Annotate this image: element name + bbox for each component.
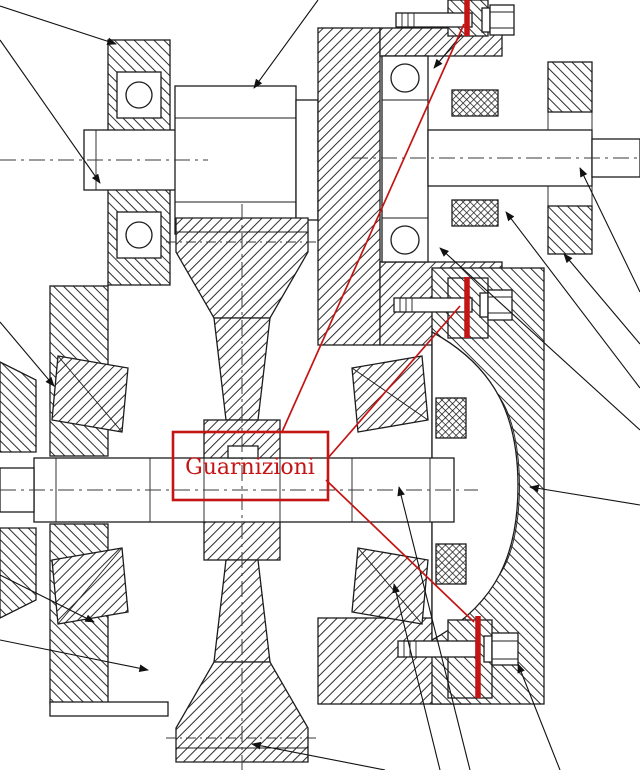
left-bearing-cover xyxy=(0,285,169,717)
red-leader-line-bottom xyxy=(325,479,475,623)
bolt-top-shank xyxy=(395,12,473,28)
shaft-seal-upper xyxy=(435,397,467,439)
label-box xyxy=(171,430,330,502)
leader-line xyxy=(579,167,640,293)
leader-line xyxy=(397,486,471,770)
ball-bearing-ball-lower xyxy=(125,221,153,249)
bell-cover-curve xyxy=(499,397,520,575)
gasket-annotation: Guarnizioni xyxy=(171,0,481,698)
coupling-flange-upper xyxy=(547,61,593,113)
leader-line xyxy=(253,0,319,89)
roller-line xyxy=(57,547,123,625)
bolt-middle-washer xyxy=(479,292,489,318)
output-shaft-assembly xyxy=(381,55,640,263)
leader-line xyxy=(505,211,640,389)
leader-line xyxy=(517,663,561,770)
housing-left-wall xyxy=(317,27,381,346)
pinion-sleeve-body xyxy=(174,85,297,235)
red-leader-line-middle xyxy=(327,305,461,459)
bolt-bottom-hex-head xyxy=(491,632,519,666)
roller-line xyxy=(57,355,123,433)
input-flange-assembly xyxy=(83,39,185,286)
bolt-middle-shank xyxy=(393,297,473,313)
leader-line xyxy=(0,5,117,45)
leader-line xyxy=(0,639,149,673)
tapered-roller-bearings xyxy=(51,355,429,625)
gasket-label: Guarnizioni xyxy=(185,455,315,480)
leader-line xyxy=(563,253,640,345)
bolt-bottom xyxy=(397,619,519,699)
left-edge-part-lower xyxy=(0,527,37,619)
bolt-bottom-washer xyxy=(483,635,493,663)
leader-line xyxy=(392,583,441,770)
leader-line xyxy=(529,484,640,506)
bottom-cover-plate xyxy=(49,701,169,717)
ball-bearing-ball-output-lower xyxy=(390,225,420,255)
leader-line xyxy=(439,247,640,431)
shaft-seal-lower xyxy=(435,543,467,585)
roller-line xyxy=(351,367,429,421)
output-seal-lower xyxy=(451,199,499,227)
output-seal-upper xyxy=(451,89,499,117)
keyway xyxy=(227,445,259,459)
bolt-top-washer xyxy=(481,7,491,33)
roller-line xyxy=(357,547,423,625)
ball-bearing-ball-output-upper xyxy=(390,63,420,93)
leader-line xyxy=(0,39,101,184)
coupling-flange-lower xyxy=(547,205,593,255)
leader-line xyxy=(0,321,55,387)
ball-bearing-ball-upper xyxy=(125,81,153,109)
pinion-sleeve-step xyxy=(295,99,319,221)
ball-bearing-race-upper xyxy=(116,71,162,119)
leader-line xyxy=(251,741,386,770)
left-edge-part-upper xyxy=(0,361,37,453)
leader-line xyxy=(0,574,95,623)
red-leader-line-top xyxy=(281,23,465,433)
bolt-top-hex-head xyxy=(489,4,515,36)
